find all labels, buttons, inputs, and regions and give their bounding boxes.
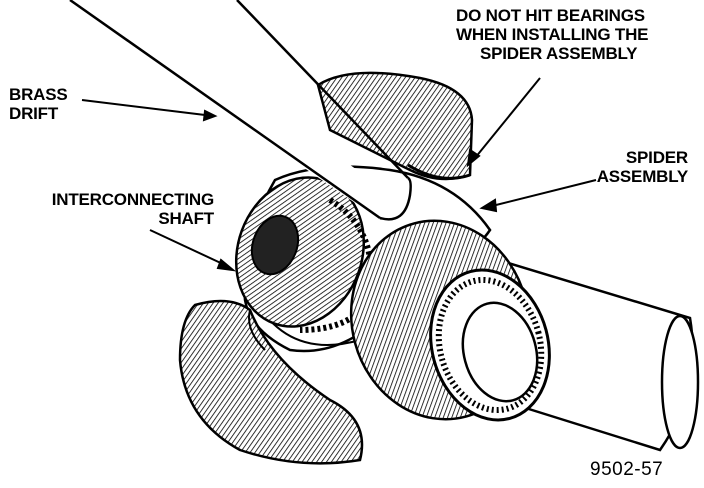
leader-lines <box>81 77 597 272</box>
spider-assembly-label: SPIDER ASSEMBLY <box>584 148 688 186</box>
warning-label: DO NOT HIT BEARINGS WHEN INSTALLING THE … <box>456 6 649 63</box>
warning-label-line-3: SPIDER ASSEMBLY <box>480 44 638 63</box>
warning-label-line-1: DO NOT HIT BEARINGS <box>456 6 645 25</box>
brass-drift-label-line-1: BRASS <box>9 85 68 104</box>
interconnecting-shaft-label-line-2: SHAFT <box>158 209 214 228</box>
warning-label-line-2: WHEN INSTALLING THE <box>456 25 649 44</box>
figure-number: 9502-57 <box>590 459 664 480</box>
interconnecting-shaft-label-line-1: INTERCONNECTING <box>51 190 214 209</box>
brass-drift-label: BRASS DRIFT <box>9 85 68 123</box>
interconnecting-shaft <box>234 176 375 333</box>
upper-bearing-cup <box>316 71 474 181</box>
spider-assembly-label-line-1: SPIDER <box>625 148 688 167</box>
front-bearing-cup <box>349 219 551 422</box>
brass-drift-label-line-2: DRIFT <box>9 104 59 123</box>
output-shaft <box>498 260 700 452</box>
lower-bearing-cup <box>178 299 364 465</box>
brass-drift <box>60 0 412 223</box>
spider-assembly-label-line-2: ASSEMBLY <box>596 167 688 186</box>
interconnecting-shaft-label: INTERCONNECTING SHAFT <box>14 190 214 228</box>
